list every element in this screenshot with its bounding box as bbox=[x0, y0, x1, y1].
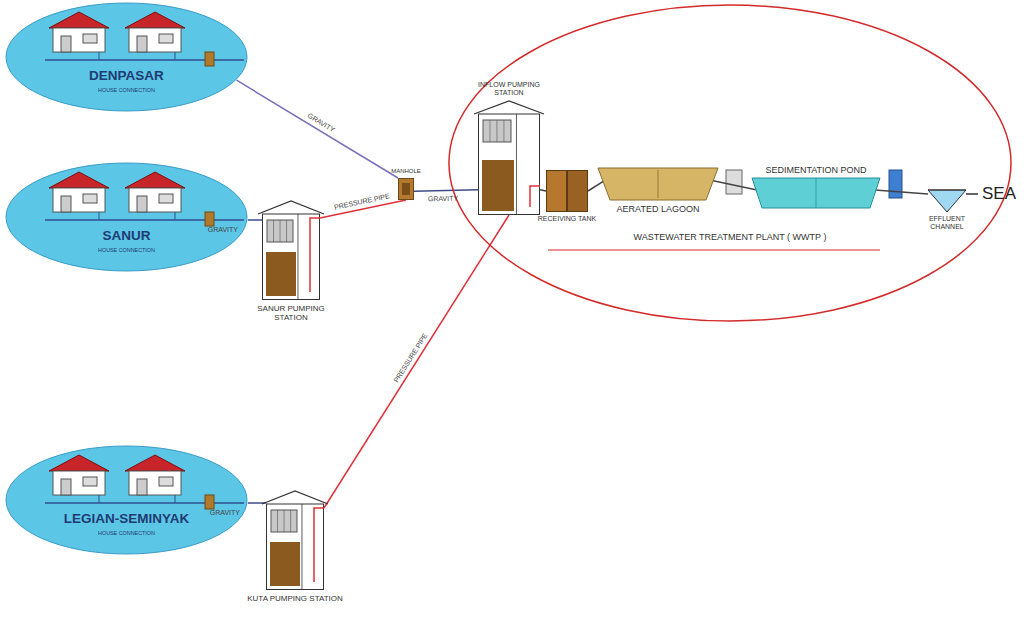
pumping-station: KUTA PUMPING STATION bbox=[266, 490, 324, 590]
ps-shape bbox=[478, 100, 540, 215]
lagoon-shape bbox=[598, 168, 718, 200]
wwtp-underline bbox=[548, 250, 880, 251]
pipe-connector bbox=[588, 181, 604, 191]
ps-shape bbox=[266, 490, 324, 590]
manhole-box: MANHOLE bbox=[398, 178, 414, 200]
pipe-connector bbox=[713, 181, 757, 190]
sea-label: SEA bbox=[982, 184, 1016, 204]
ellipse-shape bbox=[5, 445, 248, 555]
manhole-shape bbox=[398, 178, 414, 200]
node-label: DENPASAR bbox=[5, 68, 248, 84]
tank-shape bbox=[546, 170, 588, 212]
node-label: AERATED LAGOON bbox=[598, 204, 718, 214]
pipe-connector bbox=[414, 190, 478, 192]
pumping-station: SANUR PUMPING STATION bbox=[262, 200, 320, 300]
pond-shape bbox=[752, 178, 880, 208]
wwtp-ellipse: WASTEWATER TREATMENT PLANT ( WWTP ) INFLO… bbox=[448, 4, 1012, 322]
aerated-lagoon: AERATED LAGOON bbox=[598, 168, 718, 200]
node-label: WASTEWATER TREATMENT PLANT ( WWTP ) bbox=[560, 232, 900, 242]
node-label: SANUR PUMPING STATION bbox=[240, 304, 342, 322]
ps-shape bbox=[262, 200, 320, 300]
splitter-box bbox=[726, 170, 742, 194]
pipe-label: PRESSURE PIPE bbox=[392, 332, 429, 384]
node-label: MANHOLE bbox=[376, 168, 436, 175]
outfall-pipe bbox=[966, 193, 978, 195]
inflow-station: INFLOW PUMPING STATION bbox=[478, 100, 540, 215]
node-sublabel: HOUSE CONNECTION bbox=[5, 530, 248, 536]
area-ellipse: DENPASAR HOUSE CONNECTION bbox=[5, 2, 248, 112]
effluent-shape bbox=[928, 182, 966, 212]
receiving-tank: RECEIVING TANK bbox=[546, 170, 588, 212]
outlet-box bbox=[889, 170, 902, 198]
node-sublabel: HOUSE CONNECTION bbox=[5, 87, 248, 93]
sedimentation-pond: SEDIMENTATION POND bbox=[752, 178, 880, 208]
effluent-channel: EFFLUENT CHANNEL bbox=[928, 182, 966, 212]
pipe-label: GRAVITY bbox=[208, 226, 238, 234]
pipe-label: PRESSURE PIPE bbox=[333, 192, 390, 211]
pipe-connector bbox=[237, 80, 398, 178]
pipe-connector bbox=[248, 219, 262, 221]
node-label: EFFLUENT CHANNEL bbox=[916, 215, 978, 231]
node-label: SEDIMENTATION POND bbox=[752, 165, 880, 175]
pipe-label: GRAVITY bbox=[306, 112, 336, 135]
area-ellipse: SANURHOUSE CONNECTION bbox=[5, 162, 248, 272]
node-sublabel: HOUSE CONNECTION bbox=[5, 247, 248, 253]
pipe-label: GRAVITY bbox=[210, 509, 240, 517]
pipe-connector bbox=[540, 190, 546, 191]
node-label: INFLOW PUMPING STATION bbox=[466, 81, 552, 97]
ellipse-shape bbox=[5, 2, 248, 112]
pipe-connector bbox=[324, 215, 509, 508]
ellipse-shape bbox=[5, 162, 248, 272]
node-label: KUTA PUMPING STATION bbox=[244, 594, 346, 603]
pipe-label: GRAVITY bbox=[428, 194, 458, 203]
node-label: RECEIVING TANK bbox=[534, 215, 600, 223]
area-ellipse: LEGIAN-SEMINYAKHOUSE CONNECTION bbox=[5, 445, 248, 555]
pipe-connector bbox=[875, 190, 928, 194]
